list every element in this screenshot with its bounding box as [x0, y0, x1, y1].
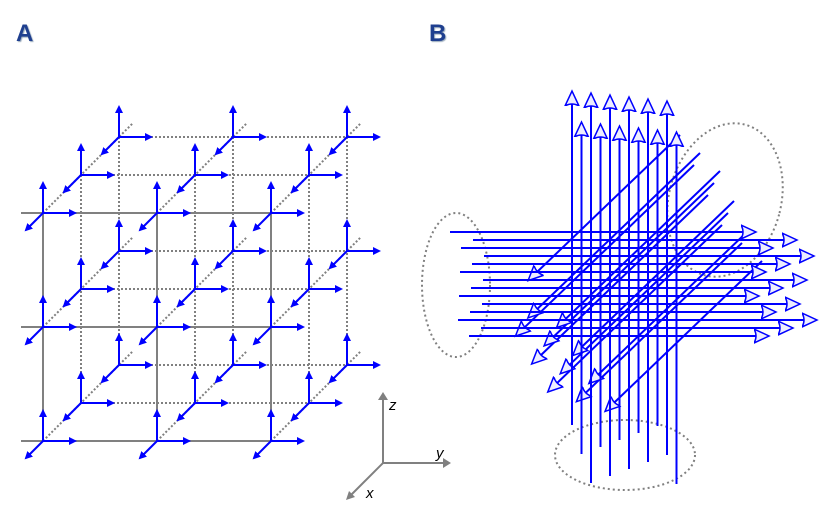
x-arrow-icon	[176, 288, 196, 308]
x-flux-cross-section	[666, 122, 784, 278]
x-arrow-icon	[290, 402, 310, 422]
grid-line-x	[270, 236, 362, 328]
x-arrow-icon	[252, 440, 272, 460]
panel-b-label: B	[429, 20, 447, 47]
x-arrow-icon	[328, 250, 348, 270]
grid-line-x	[42, 122, 134, 214]
grid-line-x	[42, 350, 134, 442]
x-arrow-icon	[62, 402, 82, 422]
z-label: z	[388, 397, 397, 414]
x-arrowhead-icon	[346, 491, 355, 500]
x-arrow-icon	[100, 250, 120, 270]
x-arrow-icon	[214, 136, 234, 156]
x-flux-arrow-icon	[573, 200, 735, 355]
x-arrow-icon	[100, 136, 120, 156]
y-label: y	[435, 445, 445, 462]
x-arrow-icon	[252, 212, 272, 232]
grid-line-x	[156, 236, 248, 328]
x-arrow-icon	[214, 250, 234, 270]
x-arrow-icon	[328, 364, 348, 384]
x-arrow-icon	[100, 364, 120, 384]
x-flux-arrow-icon	[548, 224, 723, 391]
panel-a-lattice	[21, 105, 381, 460]
x-flux-arrow-icon	[516, 164, 695, 335]
x-arrow-icon	[62, 174, 82, 194]
x-arrow-icon	[328, 136, 348, 156]
x-arrow-icon	[214, 364, 234, 384]
x-arrow-icon	[138, 326, 158, 346]
x-arrow-icon	[176, 174, 196, 194]
panel-b-flux	[421, 92, 816, 491]
x-label: x	[365, 485, 374, 502]
x-arrow-icon	[290, 288, 310, 308]
axis-triad: z y x	[346, 392, 451, 502]
x-flux-arrow-icon	[529, 152, 701, 317]
y-arrowhead-icon	[443, 458, 451, 468]
x-arrow-icon	[24, 440, 44, 460]
y-flux-cross-section	[421, 212, 491, 358]
grid-line-x	[42, 236, 134, 328]
grid-line-x	[156, 350, 248, 442]
x-flux-arrow-icon	[561, 212, 729, 373]
z-arrowhead-icon	[378, 392, 388, 400]
z-flux-cross-section	[554, 419, 696, 491]
x-arrow-icon	[176, 402, 196, 422]
x-arrow-icon	[62, 288, 82, 308]
x-arrow-icon	[24, 326, 44, 346]
grid-line-x	[270, 350, 362, 442]
x-arrow-icon	[290, 174, 310, 194]
panel-a-label: A	[16, 20, 34, 47]
grid-line-x	[156, 122, 248, 214]
x-flux-arrow-icon	[590, 230, 749, 383]
x-flux-arrow-icon	[577, 242, 743, 401]
x-arrow-icon	[138, 440, 158, 460]
x-axis	[349, 462, 384, 497]
x-arrow-icon	[252, 326, 272, 346]
x-arrow-icon	[138, 212, 158, 232]
grid-line-x	[270, 122, 362, 214]
x-arrow-icon	[24, 212, 44, 232]
